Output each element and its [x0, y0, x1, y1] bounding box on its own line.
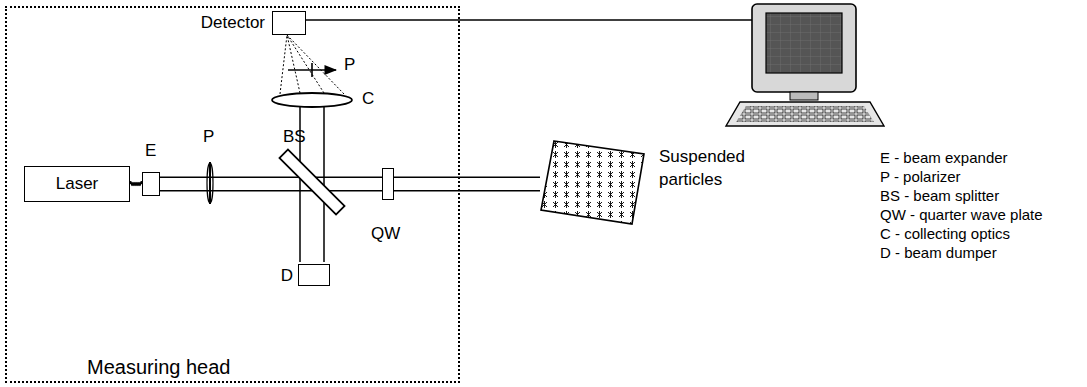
measuring-head-box: Measuring head DetectorLaser E QW D [5, 6, 460, 383]
focus-cone [280, 35, 344, 94]
legend-line: D - beam dumper [880, 245, 997, 262]
legend-line: QW - quarter wave plate [880, 207, 1043, 224]
particle-cell: Suspended particles [540, 140, 645, 225]
collecting-lens [272, 93, 352, 107]
polarizer-left [207, 162, 213, 204]
node-label: E [145, 142, 156, 161]
beam-splitter [279, 149, 344, 214]
computer [726, 4, 884, 126]
node-label: Detector [201, 14, 265, 33]
beam-core [160, 178, 382, 190]
node-label: QW [371, 225, 400, 244]
legend-line: BS - beam splitter [880, 188, 999, 205]
legend-line: E - beam expander [880, 150, 1008, 167]
laser-beam [394, 184, 540, 185]
beam-dumper-box: D [298, 264, 330, 286]
beam-expander-box: E [142, 172, 160, 196]
part-label: P [344, 56, 355, 75]
node-label: Laser [25, 175, 129, 194]
legend-line: C - collecting optics [880, 226, 1010, 243]
quarter-wave-plate: QW [382, 168, 394, 200]
legend-line: P - polarizer [880, 169, 961, 186]
part-label: P [203, 128, 214, 147]
signal-wire [304, 19, 752, 21]
node-label: Measuring head [87, 356, 230, 378]
polarizer-upper [288, 63, 336, 77]
laser-box: Laser [24, 166, 130, 202]
beam-outline [394, 177, 540, 192]
particle-cell-outline [540, 140, 645, 225]
beam-core [394, 178, 540, 190]
laser-beam [160, 184, 382, 185]
part-label: C [362, 90, 374, 109]
part-label: BS [283, 128, 306, 147]
fiber-link [130, 182, 142, 186]
node-label: D [281, 267, 293, 286]
node-label: Suspended particles [659, 146, 759, 192]
detector-box: Detector [272, 11, 306, 35]
beam-outline [160, 177, 382, 192]
fiber-line [130, 182, 142, 186]
